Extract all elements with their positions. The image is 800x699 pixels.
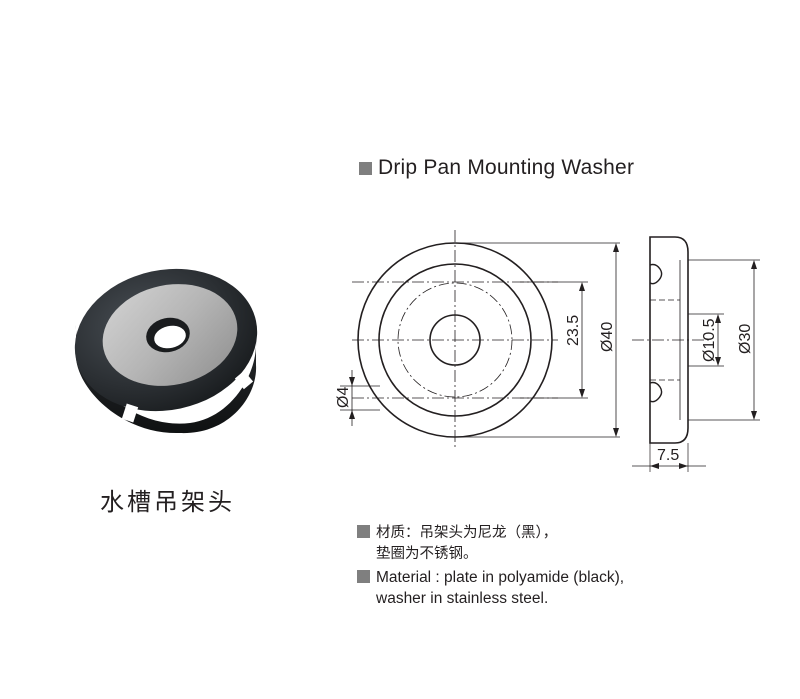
bullet-square-icon xyxy=(359,162,372,175)
dim-d30-label: Ø30 xyxy=(737,324,754,354)
washer-body xyxy=(74,268,258,434)
page-title: Drip Pan Mounting Washer xyxy=(359,156,634,180)
note-en-line1: Material : plate in polyamide (black), xyxy=(376,569,625,586)
dim-d4-label: Ø4 xyxy=(335,387,352,408)
material-note-chinese: 材质：吊架头为尼龙（黑）， 垫圈为不锈钢。 xyxy=(357,523,557,565)
product-photo xyxy=(74,268,258,434)
note-cn-line1: 材质：吊架头为尼龙（黑）， xyxy=(376,525,558,541)
bullet-square-icon xyxy=(357,570,370,583)
dim-d40-label: Ø40 xyxy=(599,322,616,352)
note-cn-line2: 垫圈为不锈钢。 xyxy=(376,546,478,562)
technical-drawing: 23.5 Ø40 Ø4 Ø10.5 Ø30 7.5 xyxy=(335,230,760,472)
material-note-english: Material : plate in polyamide (black), w… xyxy=(357,567,624,609)
dim-d10-5-label: Ø10.5 xyxy=(701,318,718,362)
dim-23-5-label: 23.5 xyxy=(565,315,582,346)
bullet-square-icon xyxy=(357,525,370,538)
dim-7-5-label: 7.5 xyxy=(657,447,679,464)
title-text: Drip Pan Mounting Washer xyxy=(378,156,635,179)
note-en-line2: washer in stainless steel. xyxy=(376,590,549,607)
product-caption: 水槽吊架头 xyxy=(100,488,235,516)
